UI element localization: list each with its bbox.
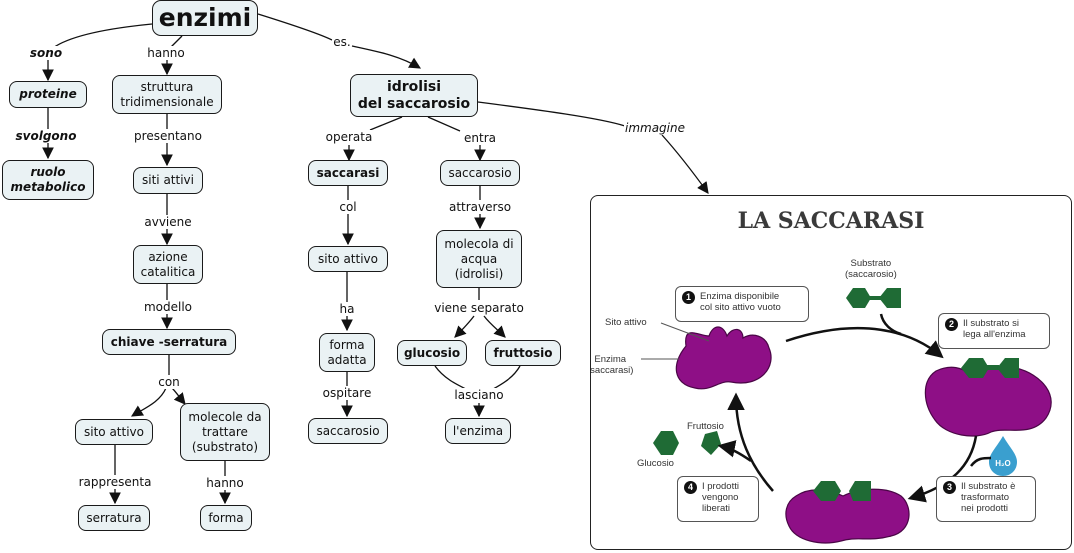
step-number: 3 bbox=[943, 481, 956, 494]
link-line bbox=[661, 134, 709, 194]
link-label-ospitare: ospitare bbox=[321, 386, 373, 400]
link-label-attraverso: attraverso bbox=[447, 200, 513, 214]
step-4-box: 4 I prodotti vengono liberati bbox=[677, 476, 759, 522]
cycle-arrow bbox=[727, 392, 774, 492]
link-line bbox=[454, 315, 475, 338]
fructose-pentagon bbox=[849, 481, 871, 501]
node-forma[interactable]: forma bbox=[200, 505, 252, 531]
node-enzimi[interactable]: enzimi bbox=[152, 0, 258, 36]
link-label-modello: modello bbox=[142, 300, 194, 314]
link-line bbox=[257, 13, 333, 41]
enzyme-shape bbox=[675, 326, 772, 390]
substrate-bond bbox=[987, 365, 999, 370]
link-label-col: col bbox=[338, 200, 358, 214]
step-text: Enzima disponibile col sito attivo vuoto bbox=[700, 291, 781, 313]
link-line bbox=[369, 116, 403, 131]
link-line bbox=[427, 116, 461, 132]
link-line bbox=[131, 387, 167, 417]
link-label-svolgono: svolgono bbox=[14, 129, 78, 143]
node-sito-attivo-left[interactable]: sito attivo bbox=[75, 419, 153, 445]
node-chiave-serratura[interactable]: chiave -serratura bbox=[102, 329, 236, 355]
step-text: Il substrato si lega all'enzima bbox=[963, 318, 1026, 340]
label-sito-attivo: Sito attivo bbox=[605, 317, 647, 328]
link-label-rappresenta: rappresenta bbox=[77, 475, 153, 489]
link-label-lasciano: lasciano bbox=[453, 388, 505, 402]
pointer-line bbox=[660, 322, 710, 342]
substrate-hexagon bbox=[961, 358, 989, 378]
water-drop-icon bbox=[989, 436, 1017, 476]
substrate-hexagon bbox=[846, 288, 871, 308]
node-sito-attivo-mid[interactable]: sito attivo bbox=[308, 246, 388, 272]
water-label: H₂O bbox=[995, 459, 1011, 468]
node-serratura[interactable]: serratura bbox=[78, 505, 150, 531]
step-2-box: 2 Il substrato si lega all'enzima bbox=[938, 313, 1050, 349]
label-fruttosio: Fruttosio bbox=[687, 421, 724, 432]
node-molecola-acqua[interactable]: molecola di acqua (idrolisi) bbox=[436, 230, 522, 288]
label-glucosio: Glucosio bbox=[637, 458, 674, 469]
node-struttura-tridimensionale[interactable]: struttura tridimensionale bbox=[112, 75, 222, 114]
link-line bbox=[477, 101, 626, 127]
link-label-ha: ha bbox=[338, 302, 356, 316]
image-title: LA SACCARASI bbox=[737, 208, 925, 234]
step-number: 2 bbox=[945, 318, 958, 331]
node-saccarasi[interactable]: saccarasi bbox=[308, 160, 388, 186]
enzyme-shape bbox=[785, 488, 910, 544]
cycle-arrow bbox=[879, 313, 902, 336]
link-label-sono: sono bbox=[28, 46, 64, 60]
link-label-immagine: immagine bbox=[623, 121, 687, 135]
label-enzima: Enzima (saccarasi) bbox=[590, 354, 634, 376]
step-3-box: 3 Il substrato è trasformato nei prodott… bbox=[936, 476, 1036, 522]
step-1-box: 1 Enzima disponibile col sito attivo vuo… bbox=[675, 286, 809, 322]
node-azione-catalitica[interactable]: azione catalitica bbox=[133, 245, 203, 284]
saccarasi-cycle-illustration: H₂O bbox=[641, 288, 1052, 544]
link-label-hanno: hanno bbox=[205, 476, 245, 490]
node-glucosio[interactable]: glucosio bbox=[397, 340, 467, 366]
cycle-arrow bbox=[785, 326, 944, 359]
node-saccarosio-top[interactable]: saccarosio bbox=[440, 160, 520, 186]
node-idrolisi-saccarosio[interactable]: idrolisi del saccarosio bbox=[350, 74, 478, 117]
substrate-hexagon bbox=[879, 288, 901, 308]
fructose-pentagon bbox=[701, 431, 721, 455]
node-enzima[interactable]: l'enzima bbox=[445, 418, 511, 444]
step-text: I prodotti vengono liberati bbox=[702, 481, 739, 514]
node-forma-adatta[interactable]: forma adatta bbox=[319, 333, 375, 372]
step-number: 4 bbox=[684, 481, 697, 494]
cycle-arrow bbox=[717, 440, 752, 463]
link-label-es: es. bbox=[332, 35, 352, 49]
label-substrato: Substrato (saccarosio) bbox=[845, 258, 897, 280]
glucose-hexagon bbox=[813, 481, 841, 501]
link-line bbox=[483, 315, 506, 338]
link-label-viene-separato: viene separato bbox=[433, 301, 525, 315]
node-saccarosio-bottom[interactable]: saccarosio bbox=[308, 418, 388, 444]
link-label-con: con bbox=[157, 375, 181, 389]
link-label-operata: operata bbox=[324, 130, 374, 144]
link-label-hanno: hanno bbox=[146, 46, 186, 60]
node-siti-attivi[interactable]: siti attivi bbox=[133, 167, 203, 194]
link-line bbox=[47, 23, 153, 53]
link-label-avviene: avviene bbox=[143, 215, 193, 229]
cycle-arrow bbox=[970, 456, 992, 467]
link-label-presentano: presentano bbox=[133, 129, 203, 143]
node-fruttosio[interactable]: fruttosio bbox=[485, 340, 561, 366]
link-label-entra: entra bbox=[463, 131, 497, 145]
node-ruolo-metabolico[interactable]: ruolo metabolico bbox=[2, 160, 94, 200]
enzyme-shape bbox=[924, 365, 1052, 437]
glucose-hexagon bbox=[653, 431, 679, 455]
saccarasi-image-panel[interactable]: H₂O LA SACCARASI Substrato (saccarosio) … bbox=[590, 195, 1072, 550]
cycle-arrow bbox=[907, 435, 978, 503]
substrate-bond bbox=[869, 296, 881, 300]
link-line bbox=[171, 387, 186, 405]
node-proteine[interactable]: proteine bbox=[9, 81, 87, 108]
step-text: Il substrato è trasformato nei prodotti bbox=[961, 481, 1016, 514]
link-line bbox=[351, 45, 422, 69]
node-molecole-substrato[interactable]: molecole da trattare (substrato) bbox=[180, 403, 270, 461]
substrate-hexagon bbox=[997, 358, 1019, 378]
step-number: 1 bbox=[682, 291, 695, 304]
